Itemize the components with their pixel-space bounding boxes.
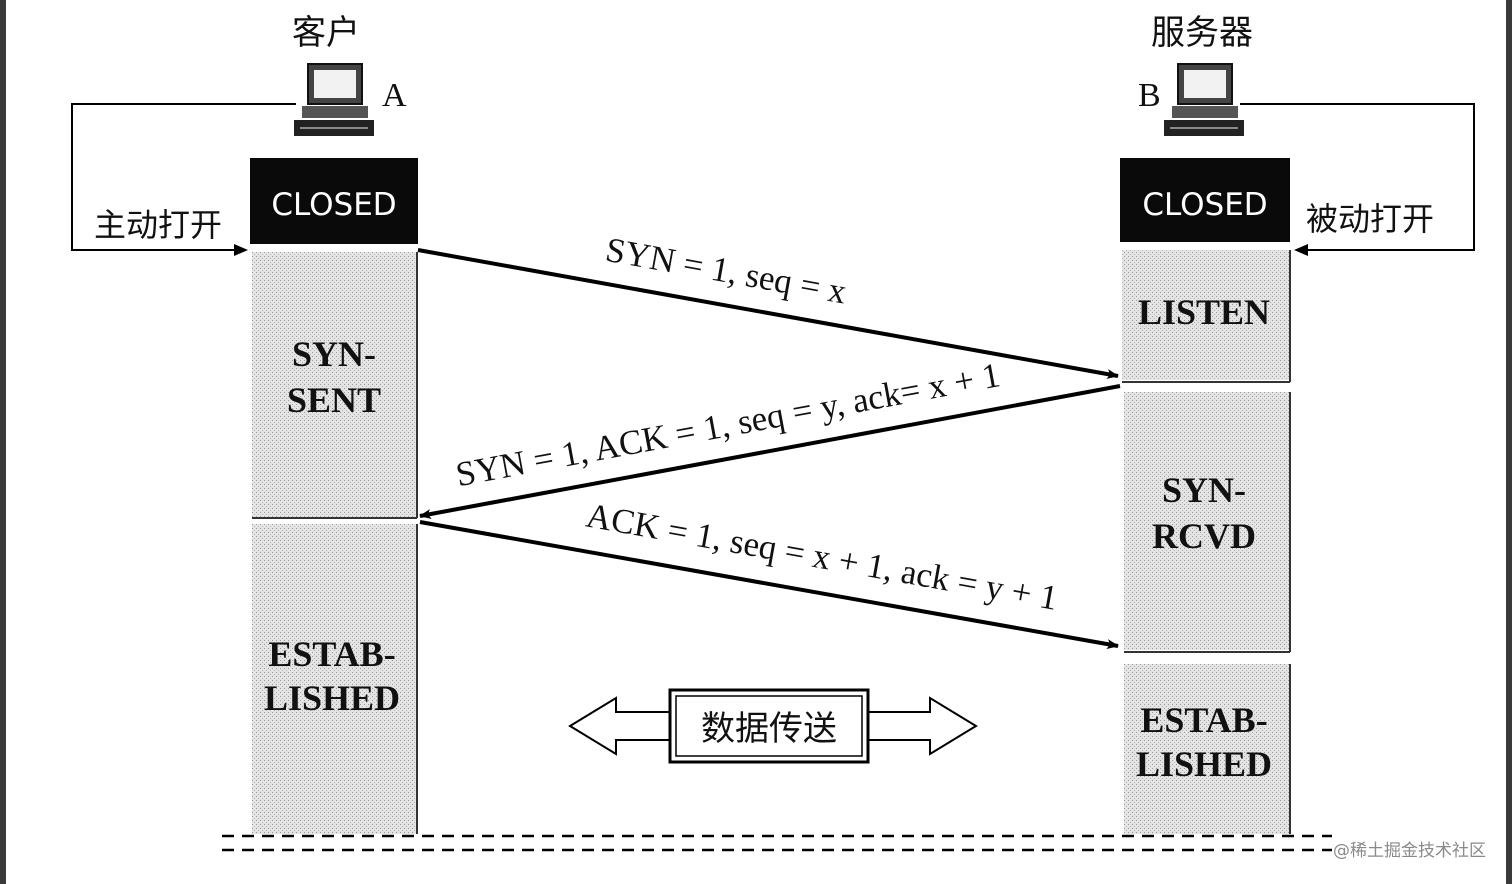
server-syn-rcvd-line2: RCVD — [1152, 516, 1256, 556]
syn-ack-arrow — [419, 384, 1121, 519]
server-listen-state — [1122, 250, 1290, 380]
ack-arrow — [419, 520, 1119, 649]
server-established-line1: ESTAB- — [1140, 700, 1267, 740]
client-syn-sent-line1: SYN- — [292, 334, 376, 374]
client-title: 客户 — [292, 13, 360, 53]
server-host-label: B — [1138, 77, 1161, 114]
syn-message-label: SYN = 1, seq = x — [603, 230, 850, 312]
client-closed-label: CLOSED — [271, 187, 396, 223]
server-established-state — [1124, 664, 1290, 834]
ack-message-label: ACK = 1, seq = x + 1, ack = y + 1 — [583, 496, 1060, 618]
watermark: @稀土掘金技术社区 — [1333, 841, 1486, 861]
data-transfer-box — [668, 688, 870, 764]
server-open-arrowhead — [1294, 244, 1308, 256]
server-open-label: 被动打开 — [1306, 200, 1434, 238]
server-open-loop — [1240, 103, 1475, 251]
client-host-label: A — [382, 77, 407, 114]
server-established-line2: LISHED — [1136, 744, 1272, 784]
client-syn-sent-state — [252, 252, 416, 518]
server-listen-label: LISTEN — [1138, 292, 1270, 332]
data-transfer-double-arrow — [568, 696, 978, 756]
server-syn-rcvd-line1: SYN- — [1162, 470, 1246, 510]
server-closed-state — [1120, 158, 1290, 242]
client-computer-icon — [294, 63, 374, 136]
client-established-state — [252, 524, 416, 834]
server-syn-rcvd-state — [1124, 392, 1290, 650]
server-computer-icon — [1164, 63, 1244, 136]
client-established-line1: ESTAB- — [268, 634, 395, 674]
server-title: 服务器 — [1151, 13, 1253, 53]
client-syn-sent-line2: SENT — [287, 380, 381, 420]
client-open-label: 主动打开 — [94, 206, 222, 244]
client-open-loop — [71, 103, 296, 251]
data-transfer-label: 数据传送 — [701, 709, 837, 749]
client-closed-state — [250, 158, 418, 244]
client-established-line2: LISHED — [264, 678, 400, 718]
client-open-arrowhead — [234, 244, 248, 256]
server-closed-label: CLOSED — [1142, 187, 1267, 223]
syn-arrow — [417, 248, 1119, 379]
